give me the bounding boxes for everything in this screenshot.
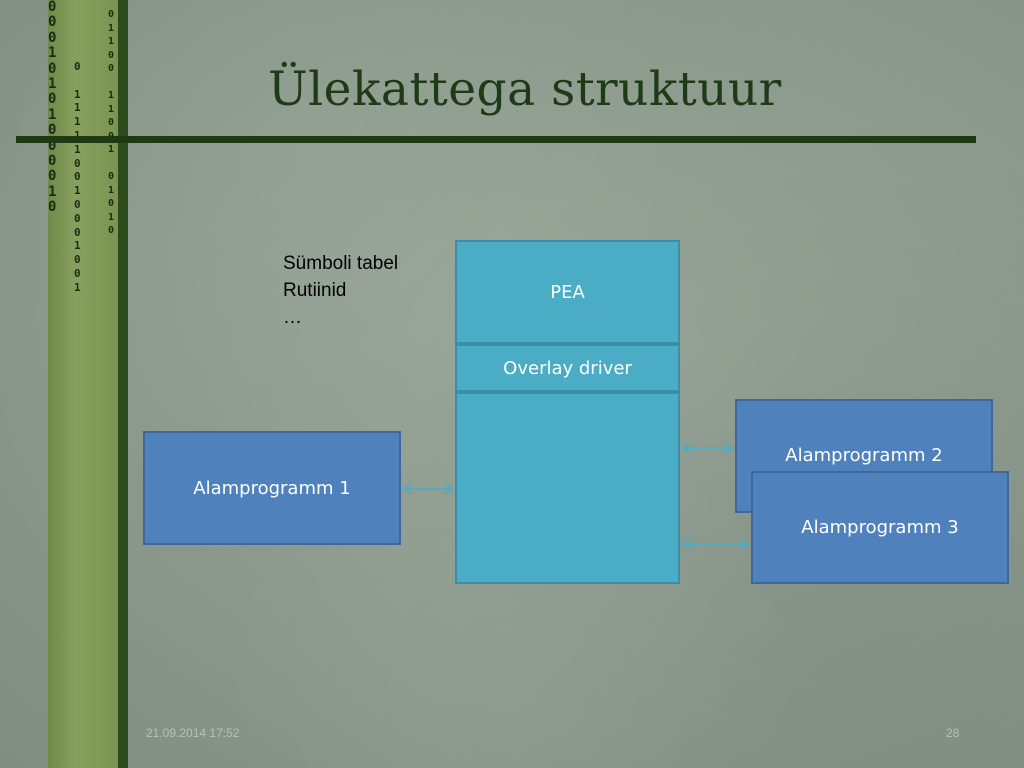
memory-block-overlay-area [455,392,680,584]
legend-line-symbol-table: Sümboli tabel [283,253,399,274]
subprogram-1-label: Alamprogramm 1 [193,477,351,499]
subprogram-3-label: Alamprogramm 3 [801,517,959,538]
footer-date: 21.09.2014 17:52 [146,726,240,740]
memory-block-pea-label: PEA [550,281,585,303]
memory-block-overlay-driver-label: Overlay driver [503,357,632,379]
subprogram-2-label: Alamprogramm 2 [785,445,943,466]
legend-line-routines: Rutiinid [283,280,347,301]
title-divider [16,136,976,143]
slide-title: Ülekattega struktuur [268,62,782,117]
decorative-strip-edge [118,0,128,768]
subprogram-3-box: Alamprogramm 3 [751,471,1009,584]
subprogram-1-box: Alamprogramm 1 [143,431,401,545]
binary-column-3: 0 1 1 0 0 1 1 0 0 1 0 1 0 1 0 [108,9,115,236]
memory-block-overlay-driver: Overlay driver [455,344,680,392]
binary-column-1: 0 0 0 1 0 1 0 1 0 0 0 0 1 0 [48,0,57,216]
memory-block-pea: PEA [455,240,680,344]
footer-page-number: 28 [946,726,960,740]
legend-line-ellipsis: … [283,307,302,328]
decorative-strip [48,0,118,768]
binary-column-2: 0 1 1 1 1 1 0 0 1 0 0 0 1 0 0 1 [74,60,81,294]
legend-text: Sümboli tabel Rutiinid … [283,250,398,331]
